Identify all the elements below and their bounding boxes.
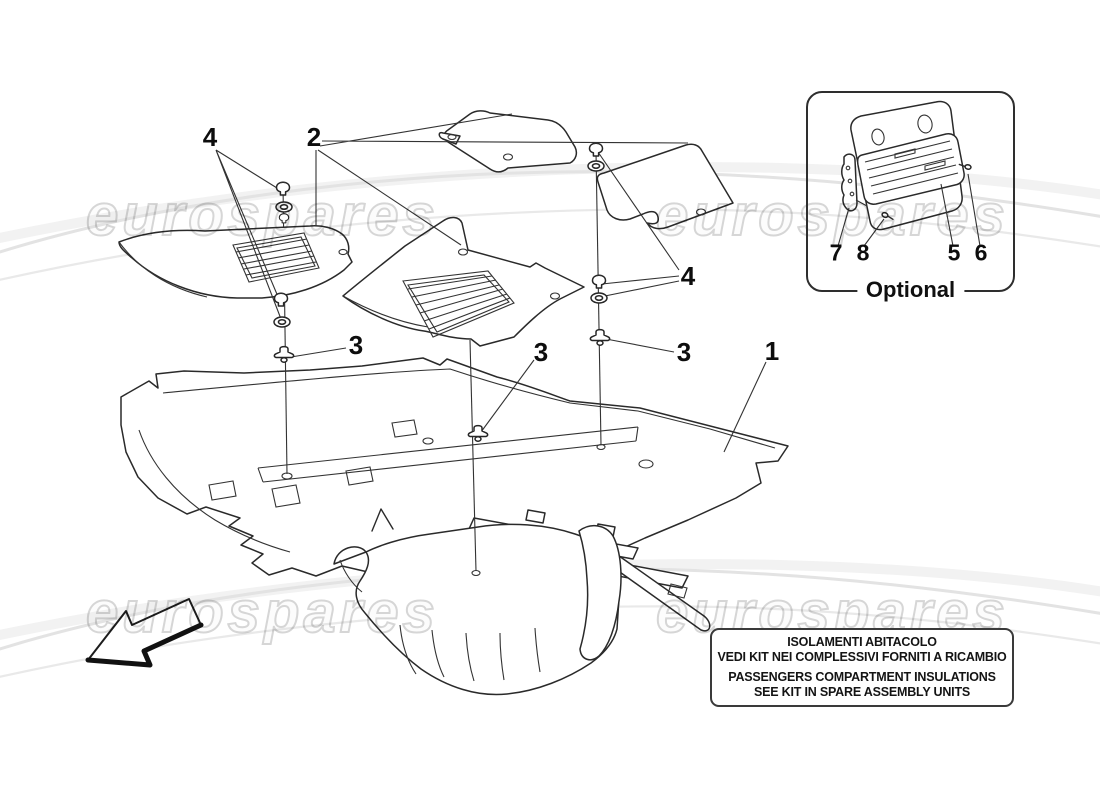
watermark-text: eurospares xyxy=(86,580,439,645)
tunnel-insulation xyxy=(333,523,622,696)
callout-8[interactable]: 8 xyxy=(856,239,870,266)
info-line-english-1: PASSENGERS COMPARTMENT INSULATIONS xyxy=(728,669,996,684)
callout-4-left[interactable]: 4 xyxy=(202,122,218,152)
watermark-text: eurospares xyxy=(86,183,439,248)
callout-3-left[interactable]: 3 xyxy=(348,330,364,360)
watermark-text: eurospares xyxy=(656,183,1009,248)
optional-vent-drawing xyxy=(837,100,981,247)
info-line-english-2: SEE KIT IN SPARE ASSEMBLY UNITS xyxy=(753,685,971,699)
floor-mat-rear-right xyxy=(596,143,734,230)
leader-lines xyxy=(215,113,767,453)
callout-7[interactable]: 7 xyxy=(829,239,843,266)
optional-inset-box: Optional xyxy=(806,91,1015,303)
callout-3-right[interactable]: 3 xyxy=(676,337,692,367)
callout-5[interactable]: 5 xyxy=(947,239,961,266)
floor-mat-front-center xyxy=(342,216,585,347)
direction-arrow xyxy=(85,598,204,668)
info-box: ISOLAMENTI ABITACOLO VEDI KIT NEI COMPLE… xyxy=(710,628,1014,707)
callout-6[interactable]: 6 xyxy=(974,239,988,266)
optional-label: Optional xyxy=(856,277,965,303)
callout-1[interactable]: 1 xyxy=(764,336,780,366)
info-line-italian-2: VEDI KIT NEI COMPLESSIVI FORNITI A RICAM… xyxy=(717,650,1007,664)
info-line-italian-1: ISOLAMENTI ABITACOLO xyxy=(787,634,937,649)
floor-mat-front-left xyxy=(118,225,353,299)
callout-4-right[interactable]: 4 xyxy=(680,261,696,291)
callout-3-center[interactable]: 3 xyxy=(533,337,549,367)
callout-2[interactable]: 2 xyxy=(306,122,322,152)
